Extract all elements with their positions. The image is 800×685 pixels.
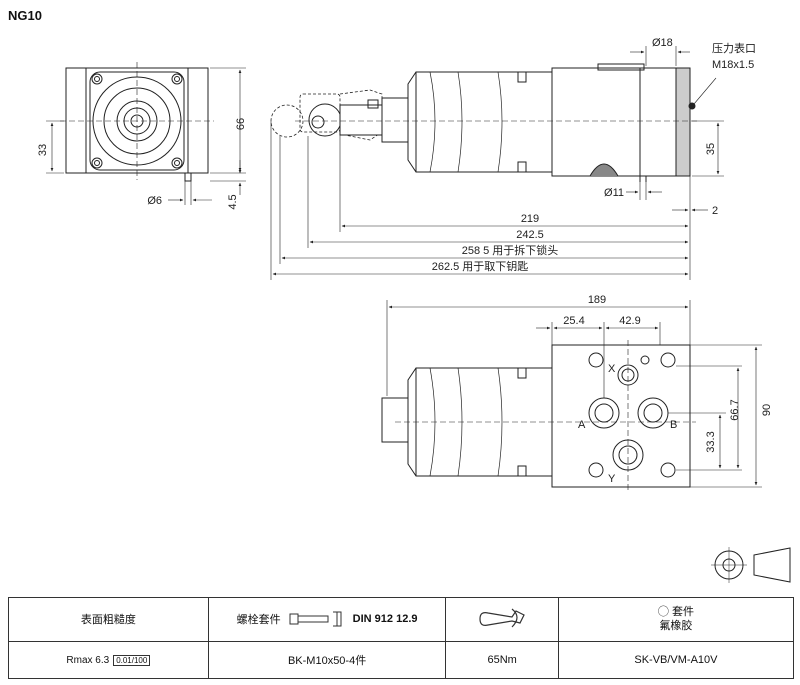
dim-242-5: 242.5	[516, 229, 544, 241]
seal-value: SK-VB/VM-A10V	[557, 640, 795, 680]
port-a-label: A	[578, 419, 586, 431]
technical-drawing: 66 33 4.5 Ø6	[37, 37, 791, 583]
dim-33-left: 33	[37, 144, 49, 156]
dim-189: 189	[588, 294, 606, 306]
port-x-label: X	[608, 363, 616, 375]
torque-value: 65Nm	[445, 640, 559, 680]
dim-262-5-value: 262.5	[432, 261, 460, 273]
seal-kit-header: ◯ 套件 氟橡胶	[557, 597, 795, 642]
seal-title: 套件	[671, 606, 694, 619]
dim-66: 66	[235, 118, 247, 130]
dim-66-7: 66.7	[729, 399, 741, 420]
dim-18: Ø18	[652, 37, 673, 49]
projection-symbol	[711, 547, 791, 583]
bolt-kit-header: 螺栓套件 DIN 912 12.9	[207, 597, 447, 642]
dim-258-5-note: 用于拆下锁头	[492, 243, 558, 257]
o-ring-icon: ◯	[657, 606, 669, 619]
surface-rz: Rmax 6.3	[66, 654, 110, 666]
surface-value: Rmax 6.3 0.01/100	[8, 640, 209, 680]
dim-219: 219	[521, 213, 539, 225]
dim-42-9: 42.9	[619, 315, 640, 327]
bottom-view	[381, 300, 762, 492]
port-label-1: 压力表口	[712, 41, 756, 55]
dim-4-5: 4.5	[227, 194, 239, 209]
bolt-icon	[289, 611, 342, 627]
dim-11: Ø11	[604, 187, 624, 199]
torque-header	[445, 597, 559, 642]
dim-262-5-note: 用于取下钥匙	[462, 259, 528, 273]
port-y-label: Y	[608, 473, 616, 485]
dim-90: 90	[761, 404, 773, 416]
bolt-value: BK-M10x50-4件	[207, 640, 447, 680]
spec-table: 表面粗糙度 螺栓套件 DIN 912 12.9 ◯ 套件 氟橡胶	[8, 597, 795, 680]
dim-33-3: 33.3	[705, 431, 717, 452]
front-view	[46, 62, 246, 205]
side-view	[270, 46, 724, 280]
wrench-icon	[479, 608, 525, 628]
bolt-standard: DIN 912 12.9	[352, 613, 418, 626]
dim-258-5-value: 258 5	[462, 245, 490, 257]
page-title: NG10	[8, 8, 42, 23]
port-b-label: B	[670, 419, 677, 431]
surface-title: 表面粗糙度	[8, 597, 209, 642]
seal-title-row: ◯ 套件	[658, 605, 694, 619]
surface-flatness: 0.01/100	[113, 654, 151, 666]
port-label-2: M18x1.5	[712, 59, 754, 71]
dim-25-4: 25.4	[563, 315, 584, 327]
dim-262-5: 262.5 用于取下钥匙	[432, 259, 529, 273]
dim-2: 2	[712, 205, 718, 217]
dim-6: Ø6	[147, 195, 162, 207]
dim-35: 35	[705, 143, 717, 155]
dim-258-5: 258 5 用于拆下锁头	[462, 243, 559, 257]
seal-material: 氟橡胶	[659, 620, 693, 633]
bolt-title: 螺栓套件	[236, 614, 281, 627]
